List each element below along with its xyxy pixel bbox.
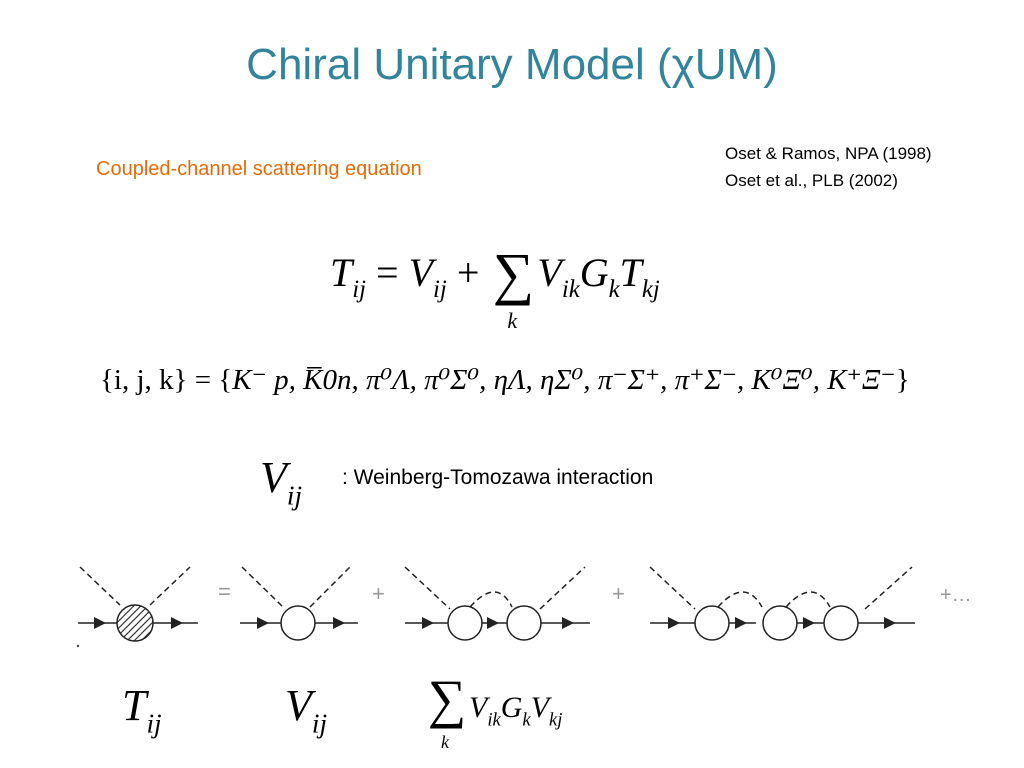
interaction-symbol: Vij: [260, 452, 302, 511]
label-t: Tij: [122, 680, 162, 739]
channel-list: {i, j, k} = {K⁻ p, K̅0n, π⁰Λ, π⁰Σ⁰, ηΛ, …: [100, 362, 910, 397]
diagram-equals: =: [218, 579, 231, 604]
diagram-v-tree: [240, 566, 358, 641]
eq-plus: +: [456, 250, 480, 296]
diagram-two-loop: [649, 566, 915, 641]
interaction-v: V: [260, 453, 287, 502]
eq-v-symbol: V: [408, 250, 434, 296]
label-sv2: V: [530, 691, 550, 724]
label-t-symbol: T: [122, 681, 147, 730]
diagram-plus-1: +: [372, 581, 385, 606]
label-sv2-sub: kj: [549, 709, 563, 731]
eq-sum: ∑ k: [489, 240, 537, 333]
label-t-sub: ij: [146, 708, 162, 739]
label-sum-icon: ∑: [427, 669, 467, 729]
eq-term-g-sub: k: [608, 276, 620, 304]
eq-v-sub: ij: [433, 276, 447, 304]
eq-lhs-symbol: T: [330, 250, 353, 296]
scattering-equation: Tij = Vij + ∑ k VikGkTkj: [330, 240, 660, 333]
diagram-one-loop: [404, 566, 590, 641]
label-sg-sub: k: [522, 709, 531, 731]
label-v-sub: ij: [311, 708, 328, 739]
eq-term-g: G: [579, 250, 609, 296]
eq-equals: =: [376, 250, 399, 296]
interaction-v-sub: ij: [286, 480, 303, 511]
eq-term-v: V: [537, 250, 562, 296]
channel-items: K⁻ p, K̅0n, π⁰Λ, π⁰Σ⁰, ηΛ, ηΣ⁰, π⁻Σ⁺, π⁺…: [232, 364, 896, 396]
eq-term-t-sub: kj: [641, 276, 660, 304]
diagram-plus-2: +: [612, 581, 625, 606]
reference-1: Oset & Ramos, NPA (1998): [725, 144, 932, 163]
label-sum-term: ∑ k VikGkVkj: [425, 668, 563, 752]
label-sg: G: [500, 691, 523, 724]
channel-rhs: }: [895, 364, 910, 396]
eq-sum-index: k: [507, 308, 518, 333]
subtitle: Coupled-channel scattering equation: [96, 158, 422, 180]
interaction-description: : Weinberg-Tomozawa interaction: [342, 466, 654, 489]
stray-dot: [76, 644, 80, 648]
sum-symbol-icon: ∑: [492, 241, 535, 306]
label-v: Vij: [285, 680, 327, 739]
label-v-symbol: V: [285, 681, 312, 730]
eq-term-v-sub: ik: [561, 276, 580, 304]
reference-2: Oset et al., PLB (2002): [725, 171, 898, 190]
eq-lhs-sub: ij: [352, 276, 367, 304]
feynman-diagram: = + +: [76, 566, 972, 648]
label-sum: ∑ k: [425, 668, 469, 752]
diagram-t-blob: [78, 566, 198, 642]
slide-title: Chiral Unitary Model (χUM): [246, 40, 778, 89]
diagram-ellipsis: +…: [940, 584, 972, 606]
label-sv1-sub: ik: [487, 709, 501, 731]
channel-lhs: {i, j, k} = {: [100, 364, 233, 396]
label-sum-index: k: [441, 732, 449, 752]
references: Oset & Ramos, NPA (1998) Oset et al., PL…: [725, 140, 932, 194]
eq-term-t: T: [619, 250, 642, 296]
label-sv1: V: [469, 691, 488, 724]
